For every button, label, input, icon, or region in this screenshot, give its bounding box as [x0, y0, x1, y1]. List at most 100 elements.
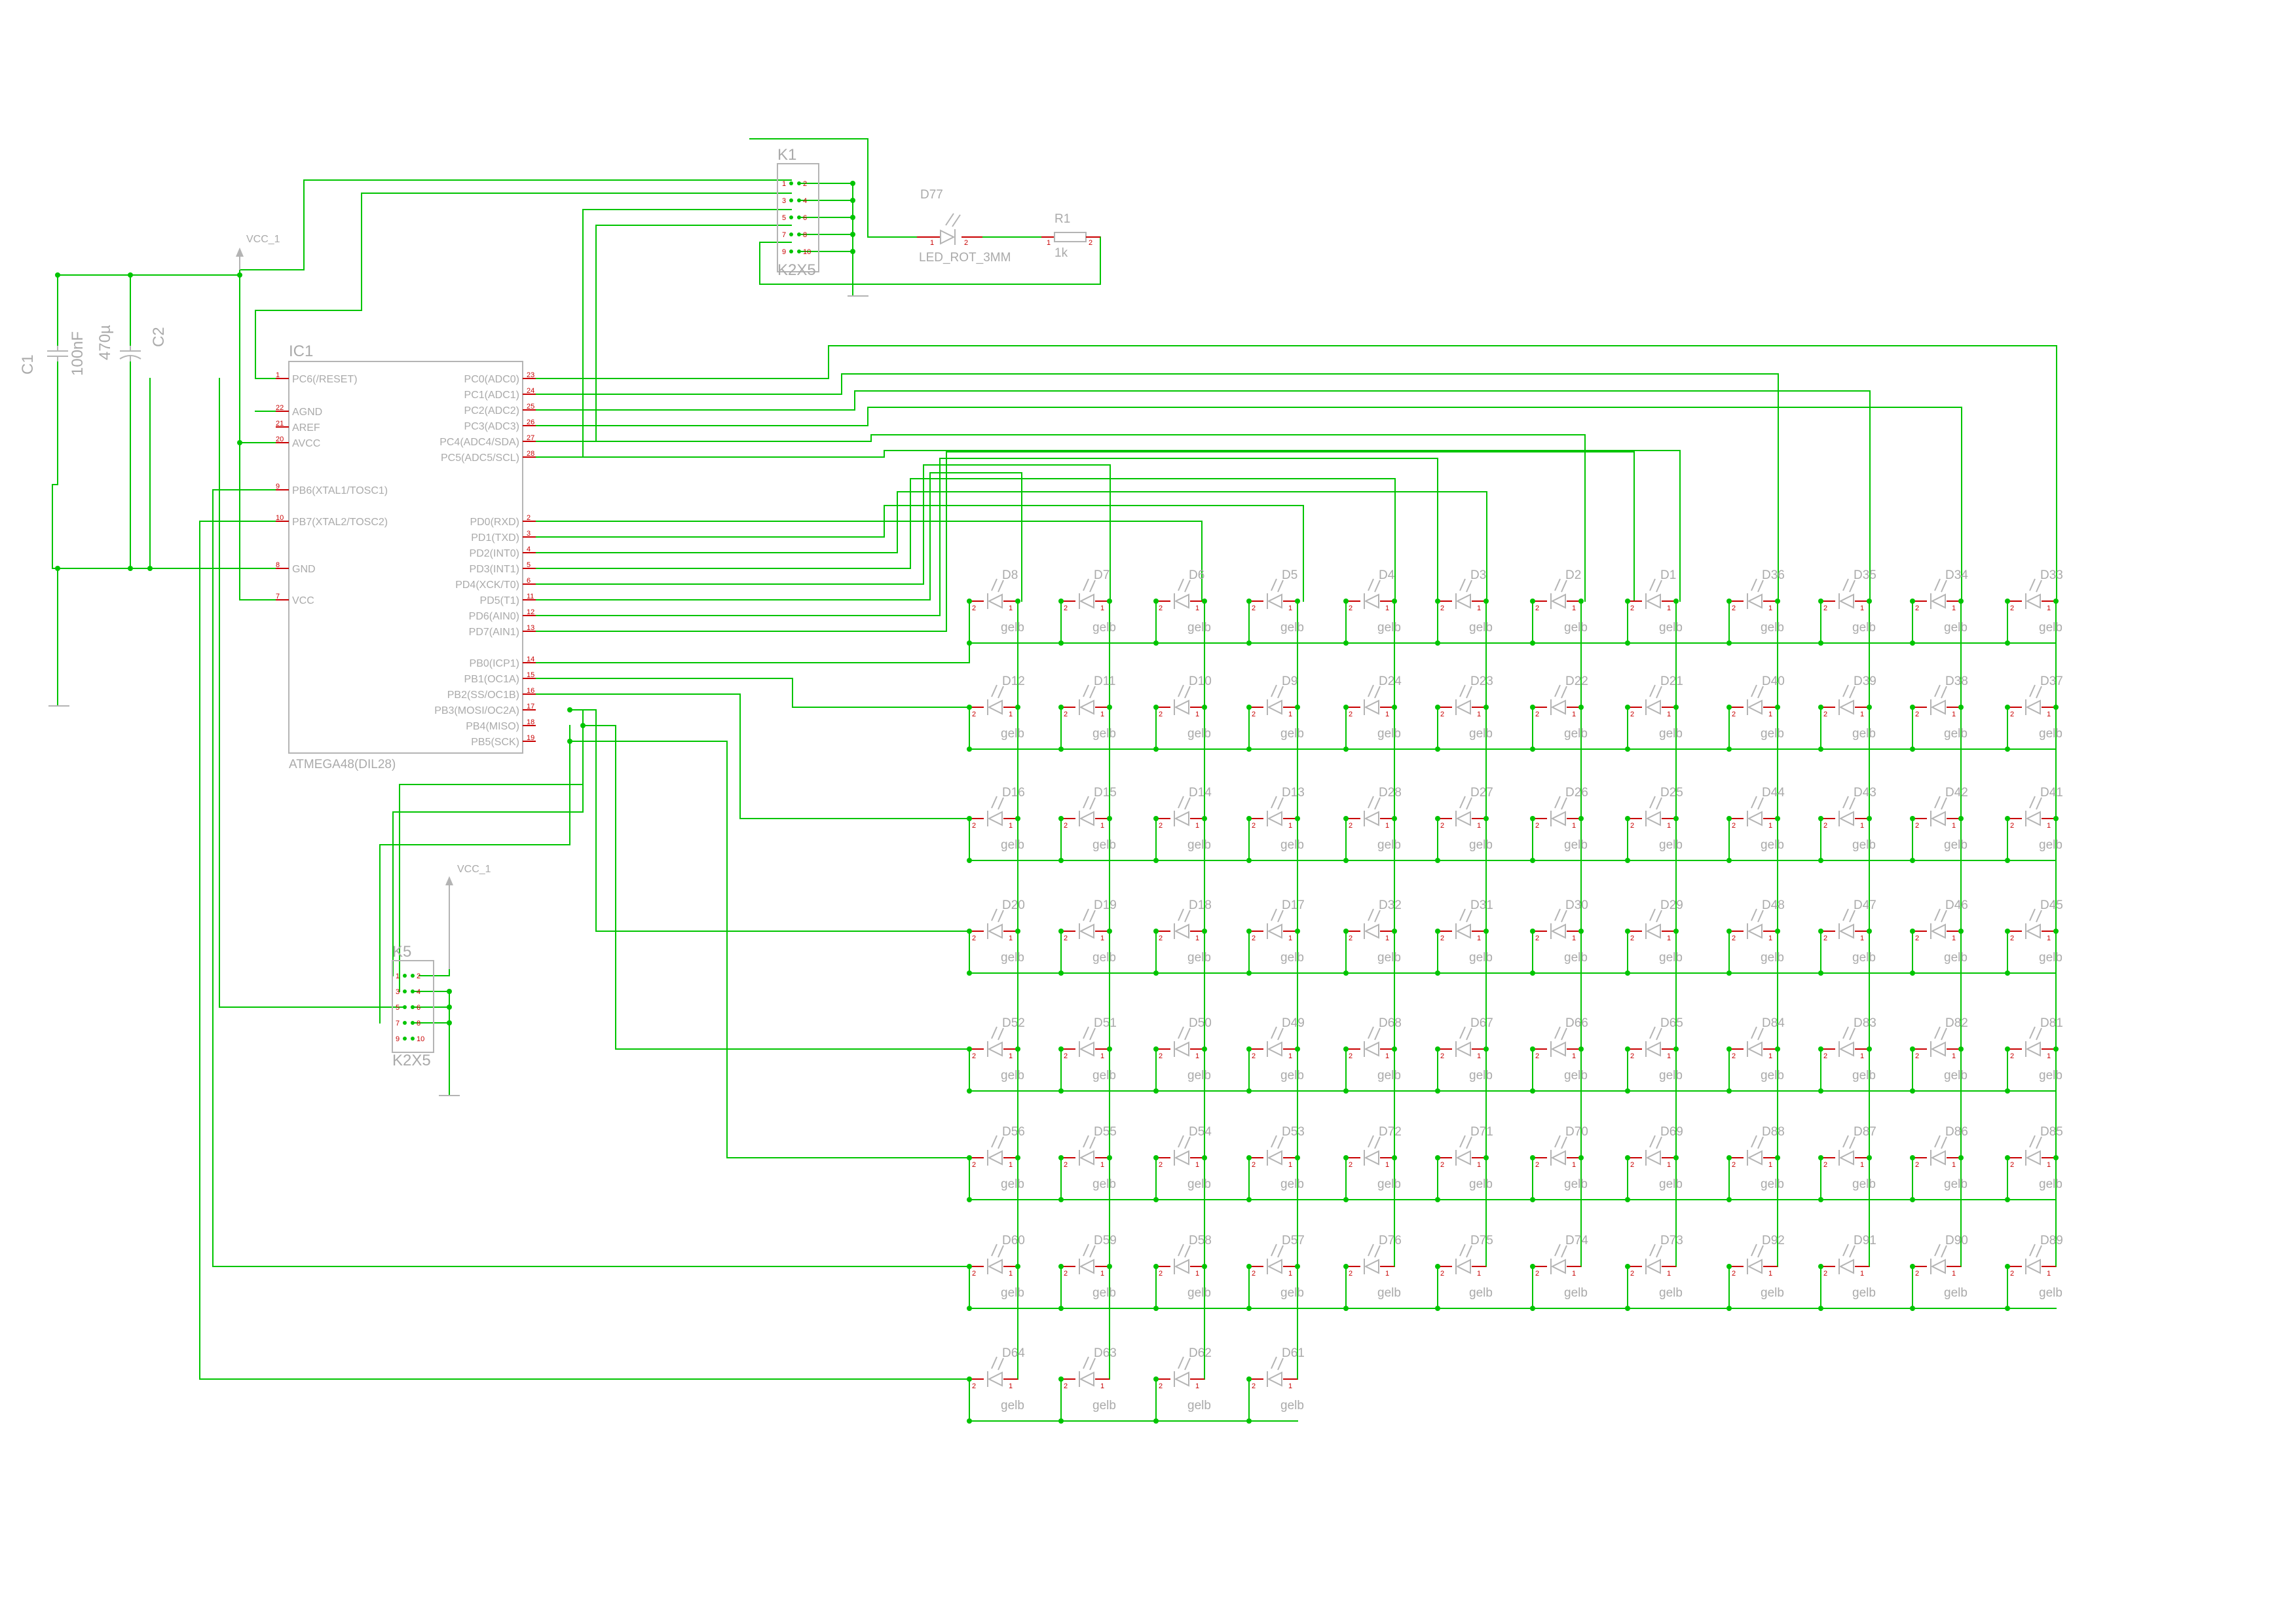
ic1-value: ATMEGA48(DIL28): [289, 758, 396, 771]
led-pin-number: 1: [1952, 934, 1956, 942]
status-led-d77[interactable]: 1 2 D77 LED_ROT_3MM: [917, 188, 1011, 265]
junction-dot: [1958, 816, 1964, 821]
junction-dot: [967, 1197, 972, 1202]
led-value: gelb: [1564, 1177, 1588, 1191]
junction-dot: [1295, 1264, 1300, 1269]
junction-dot: [1910, 640, 1915, 646]
capacitor-c1[interactable]: C1 100nF: [19, 331, 86, 376]
led-value: gelb: [1852, 1177, 1876, 1191]
led-triangle: [987, 1259, 1003, 1274]
junction-dot: [1246, 858, 1252, 863]
junction-dot: [1910, 1088, 1915, 1094]
led-pin-number: 2: [1159, 934, 1163, 942]
led-triangle: [1930, 1150, 1946, 1166]
capacitor-c2[interactable]: 470µ C2: [96, 325, 168, 361]
ic1-pin-label: AGND: [292, 407, 322, 418]
resistor-r1[interactable]: 1 2 R1 1k: [1041, 212, 1100, 260]
led-pin-number: 2: [1535, 934, 1539, 942]
junction-dot: [850, 215, 855, 220]
